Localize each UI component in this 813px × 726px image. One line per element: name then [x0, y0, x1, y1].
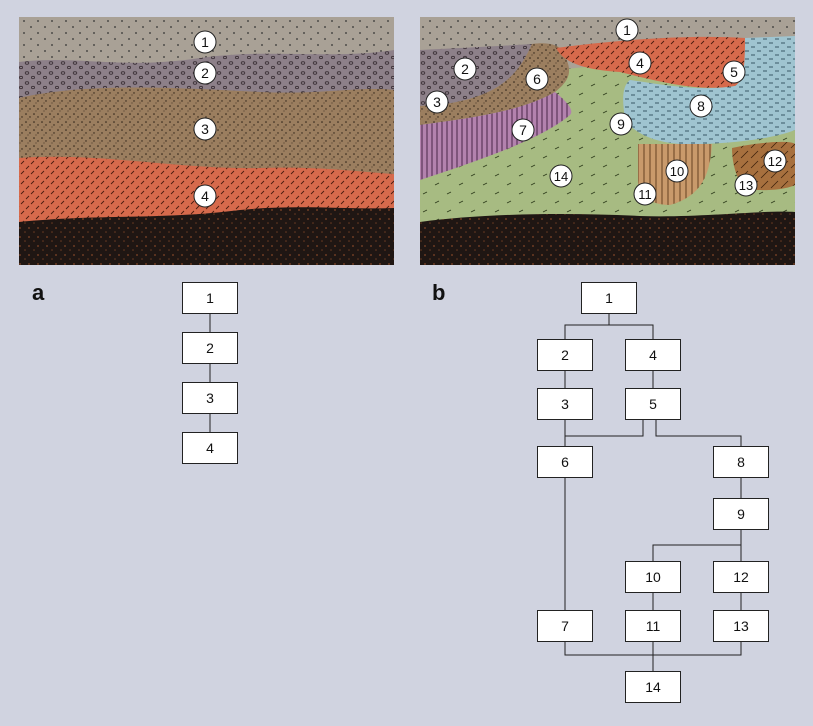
flow-b-box-5: 5 [625, 388, 681, 420]
connector-b-5-8 [655, 420, 742, 446]
flow-b-box-3: 3 [537, 388, 593, 420]
flow-b-box-6: 6 [537, 446, 593, 478]
illustration-b-marker-text-14: 14 [554, 169, 568, 184]
flow-b-box-9: 9 [713, 498, 769, 530]
illustration-b-marker-text-2: 2 [461, 61, 469, 77]
flow-b-box-11: 11 [625, 610, 681, 642]
illustration-b-marker-text-11: 11 [638, 187, 652, 202]
connector-b-1-branch [564, 324, 654, 339]
panel-a-letter: a [32, 280, 45, 305]
illustration-a-marker-3 [193, 117, 217, 141]
illustration-b-marker-text-9: 9 [617, 116, 625, 132]
illustration-a-marker-text-2: 2 [201, 65, 209, 81]
illustration-b-marker-text-13: 13 [739, 178, 753, 193]
illustration-b-marker-text-6: 6 [533, 71, 541, 87]
flow-a-box-2: 2 [182, 332, 238, 364]
illustration-b-marker-10 [665, 159, 689, 183]
flow-b-box-14: 14 [625, 671, 681, 703]
illustration-b-marker-12 [763, 149, 787, 173]
illustration-b-marker-2 [453, 57, 477, 81]
flow-b-box-7: 7 [537, 610, 593, 642]
panel-b-letter: b [432, 280, 446, 305]
illustration-b-marker-13 [734, 173, 758, 197]
illustration-b-marker-6 [525, 67, 549, 91]
illustration-b-marker-4 [628, 51, 652, 75]
illustration-b-marker-14 [549, 164, 573, 188]
illustration-a-marker-text-3: 3 [201, 121, 209, 137]
flow-b-box-4: 4 [625, 339, 681, 371]
flow-a-box-4: 4 [182, 432, 238, 464]
illustration-b-marker-9 [609, 112, 633, 136]
illustration-b-marker-text-1: 1 [623, 22, 631, 38]
connector-b-9-branch [652, 544, 742, 561]
illustration-b-marker-text-8: 8 [697, 98, 705, 114]
connector-b-3-5-6 [564, 420, 644, 437]
flow-b-box-8: 8 [713, 446, 769, 478]
illustration-a-marker-2 [193, 61, 217, 85]
illustration-a-labels: 1 2 3 4 [193, 30, 217, 208]
illustration-b-marker-text-12: 12 [768, 154, 782, 169]
flow-b-box-12: 12 [713, 561, 769, 593]
illustration-b-marker-7 [511, 118, 535, 142]
illustration-a-marker-1 [193, 30, 217, 54]
flow-b-box-1: 1 [581, 282, 637, 314]
illustration-a-marker-text-1: 1 [201, 34, 209, 50]
illustration-a-marker-4 [193, 184, 217, 208]
flow-b-box-2: 2 [537, 339, 593, 371]
flow-a-box-3: 3 [182, 382, 238, 414]
illustration-b-marker-text-10: 10 [670, 164, 684, 179]
illustration-a-marker-text-4: 4 [201, 188, 209, 204]
illustration-b-marker-11 [633, 182, 657, 206]
illustration-b-marker-1 [615, 18, 639, 42]
illustration-b-marker-5 [722, 60, 746, 84]
illustration-b-marker-text-7: 7 [519, 122, 527, 138]
illustration-b-marker-3 [425, 90, 449, 114]
flow-a-box-1: 1 [182, 282, 238, 314]
flow-b-box-13: 13 [713, 610, 769, 642]
flow-b-box-10: 10 [625, 561, 681, 593]
illustration-b-marker-text-3: 3 [433, 94, 441, 110]
illustration-b-marker-text-4: 4 [636, 55, 644, 71]
illustration-b-marker-text-5: 5 [730, 64, 738, 80]
illustration-b-marker-8 [689, 94, 713, 118]
